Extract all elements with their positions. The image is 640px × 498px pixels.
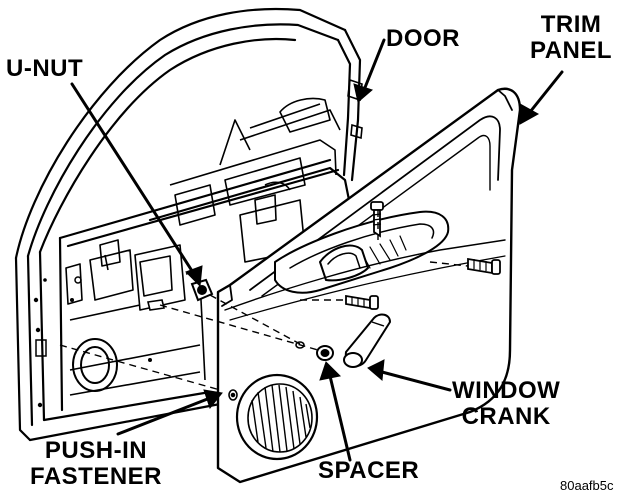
label-door: DOOR bbox=[386, 25, 460, 52]
trim-speaker-grille bbox=[235, 373, 319, 461]
screw-horizontal-left bbox=[345, 294, 379, 310]
alignment-dashed-lines bbox=[59, 210, 469, 391]
spacer-washer bbox=[316, 345, 334, 361]
door-speaker-opening bbox=[72, 338, 118, 392]
door-inner-panel-details bbox=[65, 97, 341, 396]
label-window-crank: WINDOW CRANK bbox=[452, 378, 560, 430]
label-push-in-fastener-line1: PUSH-IN bbox=[44, 437, 148, 464]
clip-small bbox=[147, 299, 165, 311]
window-crank bbox=[343, 313, 391, 368]
label-u-nut: U-NUT bbox=[6, 55, 84, 82]
figure-code: 80aafb5c bbox=[560, 478, 614, 493]
label-window-crank-line2: CRANK bbox=[461, 403, 551, 430]
screw-horizontal-right bbox=[467, 257, 501, 275]
screw-vertical bbox=[370, 201, 384, 238]
label-trim-panel: TRIM PANEL bbox=[530, 12, 612, 64]
label-push-in-fastener: PUSH-IN FASTENER bbox=[30, 438, 162, 490]
door-shell bbox=[14, 7, 362, 442]
label-window-crank-line1: WINDOW bbox=[452, 377, 561, 404]
label-push-in-fastener-line2: FASTENER bbox=[30, 463, 163, 490]
leader-arrows bbox=[70, 38, 564, 462]
trim-panel-holes bbox=[228, 341, 305, 401]
label-spacer: SPACER bbox=[318, 457, 420, 484]
label-trim-panel-line2: PANEL bbox=[530, 37, 613, 64]
door-holes bbox=[33, 276, 152, 408]
label-trim-panel-line1: TRIM bbox=[540, 11, 602, 38]
